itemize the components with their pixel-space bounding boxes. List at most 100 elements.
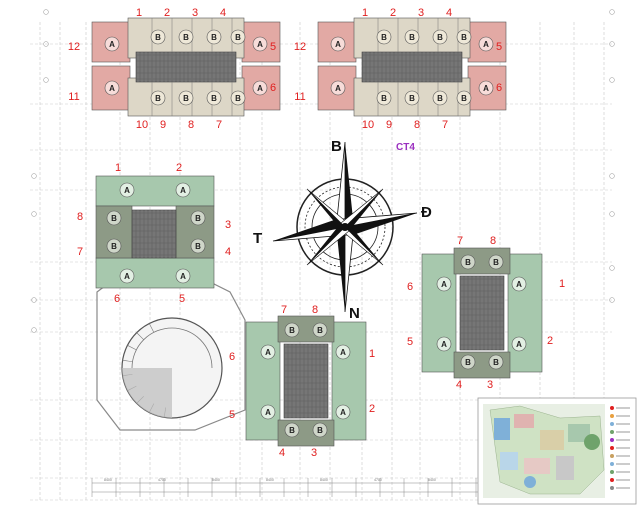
apartment-number-top-right-10: 10 bbox=[362, 119, 374, 131]
unit-top-left-12-label: A bbox=[109, 84, 115, 93]
apartment-number-top-left-3: 3 bbox=[192, 7, 198, 19]
apartment-number-top-left-9: 9 bbox=[160, 119, 166, 131]
apartment-number-top-left-12: 12 bbox=[68, 41, 80, 53]
unit-top-right-6-circle bbox=[478, 36, 494, 52]
apartment-number-top-left-1: 1 bbox=[136, 7, 142, 19]
apartment-number-middle-left-1: 1 bbox=[115, 162, 121, 174]
unit-bottom-center-4-circle bbox=[260, 344, 276, 360]
unit-top-left-2-circle bbox=[150, 29, 166, 45]
apartment-number-right-7: 7 bbox=[457, 235, 463, 247]
unit-middle-left-8-label: B bbox=[111, 214, 117, 223]
unit-top-left-9-circle bbox=[206, 90, 222, 106]
unit-top-left-10-circle bbox=[178, 90, 194, 106]
unit-right-6-label: B bbox=[465, 358, 471, 367]
unit-top-left-12-circle bbox=[104, 80, 120, 96]
unit-top-right-3-label: B bbox=[409, 33, 415, 42]
unit-top-left-6-label: A bbox=[257, 40, 263, 49]
apartment-number-top-right-5: 5 bbox=[496, 41, 502, 53]
apartment-number-right-1: 1 bbox=[559, 278, 565, 290]
unit-top-right-2-label: B bbox=[381, 33, 387, 42]
apartment-number-middle-left-5: 5 bbox=[179, 293, 185, 305]
unit-right-4-circle bbox=[436, 276, 452, 292]
unit-top-right-12-circle bbox=[330, 80, 346, 96]
dimension-label: 4700 bbox=[374, 478, 382, 482]
apartment-number-bottom-center-4: 4 bbox=[279, 447, 285, 459]
unit-right-5-label: B bbox=[493, 358, 499, 367]
site-plan-inset bbox=[477, 397, 637, 505]
apartment-number-right-8: 8 bbox=[490, 235, 496, 247]
unit-top-right-7-label: A bbox=[483, 84, 489, 93]
unit-middle-left-6-circle bbox=[119, 268, 135, 284]
unit-top-right-4-label: B bbox=[437, 33, 443, 42]
unit-middle-left-2-label: A bbox=[180, 186, 186, 195]
unit-top-right-5-circle bbox=[456, 29, 472, 45]
unit-top-right-10-label: B bbox=[409, 94, 415, 103]
unit-right-2-circle bbox=[511, 336, 527, 352]
apartment-number-top-left-8: 8 bbox=[188, 119, 194, 131]
unit-top-left-11-label: B bbox=[155, 94, 161, 103]
unit-top-left-7-label: A bbox=[257, 84, 263, 93]
unit-middle-left-2-circle bbox=[175, 182, 191, 198]
unit-bottom-center-1-label: A bbox=[340, 348, 346, 357]
compass-label-west: T bbox=[253, 230, 262, 247]
apartment-number-bottom-center-1: 1 bbox=[369, 348, 375, 360]
unit-middle-left-3-circle bbox=[190, 210, 206, 226]
unit-top-left-9-label: B bbox=[211, 94, 217, 103]
unit-bottom-center-1-circle bbox=[335, 344, 351, 360]
round-pavilion bbox=[121, 317, 223, 419]
apartment-number-bottom-center-5: 5 bbox=[229, 409, 235, 421]
unit-bottom-center-4-label: A bbox=[265, 348, 271, 357]
apartment-number-top-right-2: 2 bbox=[390, 7, 396, 19]
dimension-label: 8400 bbox=[266, 478, 274, 482]
unit-bottom-center-2-label: A bbox=[340, 408, 346, 417]
unit-middle-left-7-label: B bbox=[111, 242, 117, 251]
unit-top-right-3-circle bbox=[404, 29, 420, 45]
unit-right-4-label: A bbox=[441, 280, 447, 289]
unit-middle-left-4-circle bbox=[190, 238, 206, 254]
unit-bottom-center-7-circle bbox=[284, 322, 300, 338]
unit-right-3-circle bbox=[436, 336, 452, 352]
apartment-number-middle-left-2: 2 bbox=[176, 162, 182, 174]
unit-right-7-label: B bbox=[465, 258, 471, 267]
unit-bottom-center-3-circle bbox=[260, 404, 276, 420]
unit-right-3-label: A bbox=[441, 340, 447, 349]
apartment-number-top-right-3: 3 bbox=[418, 7, 424, 19]
unit-right-1-label: A bbox=[516, 280, 522, 289]
dimension-label: 4700 bbox=[158, 478, 166, 482]
apartment-number-top-left-6: 6 bbox=[270, 82, 276, 94]
unit-top-right-8-circle bbox=[456, 90, 472, 106]
unit-bottom-center-8-circle bbox=[312, 322, 328, 338]
unit-middle-left-4-label: B bbox=[195, 242, 201, 251]
unit-top-right-7-circle bbox=[478, 80, 494, 96]
apartment-number-top-left-7: 7 bbox=[216, 119, 222, 131]
unit-top-right-6-label: A bbox=[483, 40, 489, 49]
apartment-number-top-left-2: 2 bbox=[164, 7, 170, 19]
apartment-number-top-right-1: 1 bbox=[362, 7, 368, 19]
apartment-number-bottom-center-6: 6 bbox=[229, 351, 235, 363]
unit-top-right-11-label: B bbox=[381, 94, 387, 103]
unit-bottom-center-6-label: B bbox=[289, 426, 295, 435]
unit-bottom-center-8-label: B bbox=[317, 326, 323, 335]
apartment-number-bottom-center-3: 3 bbox=[311, 447, 317, 459]
unit-middle-left-6-label: A bbox=[124, 272, 130, 281]
dimension-label: 8400 bbox=[428, 478, 436, 482]
unit-top-left-8-circle bbox=[230, 90, 246, 106]
apartment-number-top-right-4: 4 bbox=[446, 7, 452, 19]
apartment-number-top-left-10: 10 bbox=[136, 119, 148, 131]
unit-top-left-5-label: B bbox=[235, 33, 241, 42]
apartment-number-top-left-5: 5 bbox=[270, 41, 276, 53]
unit-top-right-12-label: A bbox=[335, 84, 341, 93]
unit-bottom-center-5-label: B bbox=[317, 426, 323, 435]
compass-west-point bbox=[273, 219, 345, 241]
unit-right-1-circle bbox=[511, 276, 527, 292]
unit-bottom-center-6-circle bbox=[284, 422, 300, 438]
compass-north-point bbox=[345, 142, 353, 227]
unit-right-8-label: B bbox=[493, 258, 499, 267]
dimension-label: 8400 bbox=[212, 478, 220, 482]
unit-top-right-10-circle bbox=[404, 90, 420, 106]
